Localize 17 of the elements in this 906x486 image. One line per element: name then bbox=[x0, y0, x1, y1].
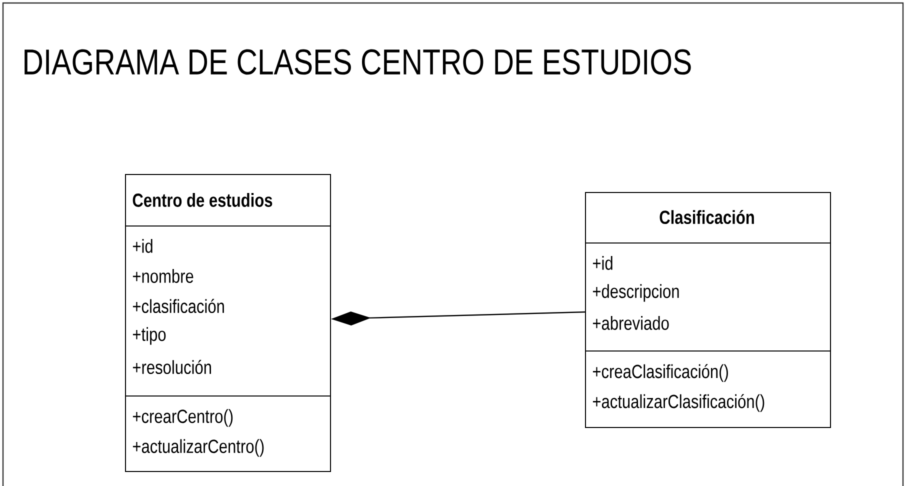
attribute: +abreviado bbox=[592, 316, 669, 330]
title: DIAGRAMA DE CLASES CENTRO DE ESTUDIOS bbox=[24, 49, 691, 75]
attribute: +id bbox=[132, 239, 152, 253]
attribute: +resolución bbox=[132, 360, 211, 374]
method: +creaClasificación() bbox=[592, 364, 728, 382]
attribute: +nombre bbox=[132, 269, 194, 283]
attribute: +id bbox=[592, 256, 612, 270]
attribute: +tipo bbox=[132, 327, 166, 345]
class-name: Clasificación bbox=[660, 210, 754, 224]
class-name: Centro de estudios bbox=[132, 193, 272, 207]
method: +actualizarClasificación() bbox=[592, 394, 764, 412]
method: +actualizarCentro() bbox=[132, 439, 264, 457]
class-box bbox=[124, 174, 331, 472]
method: +crearCentro() bbox=[132, 409, 233, 427]
attribute: +clasificación bbox=[132, 298, 224, 314]
attribute: +descripcion bbox=[592, 284, 679, 302]
class-box bbox=[584, 192, 831, 428]
